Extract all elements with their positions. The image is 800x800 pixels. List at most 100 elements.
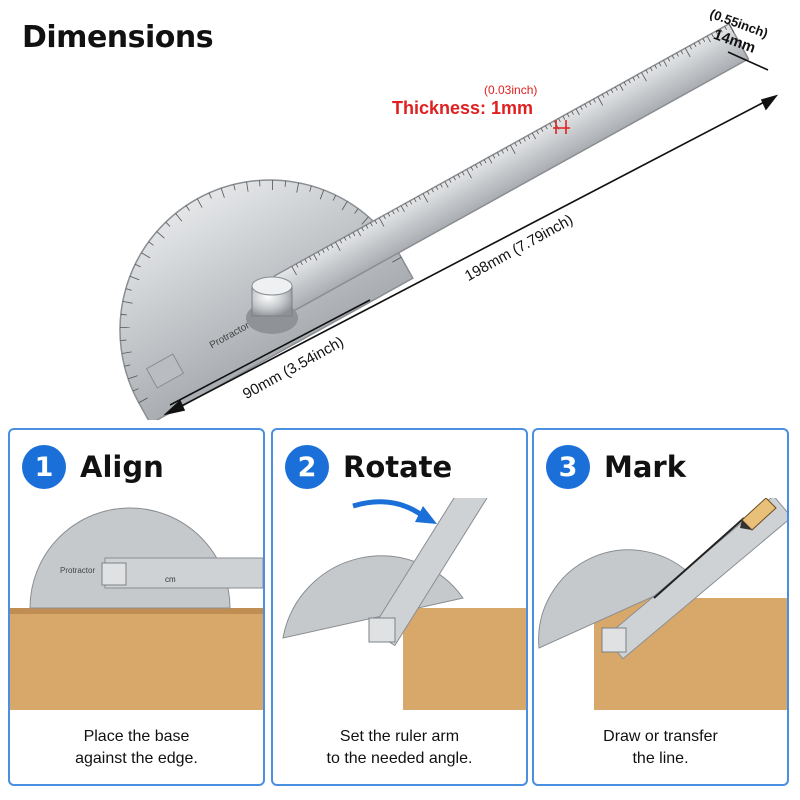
step-panel-mark: 3 Mark Draw or transfer the line.	[532, 428, 789, 786]
ruler-tick	[435, 186, 439, 191]
ruler-tick	[566, 113, 570, 118]
degree-tick	[332, 195, 337, 201]
degree-tick	[120, 326, 131, 328]
ruler-tick	[601, 94, 605, 98]
ruler-tick	[321, 249, 325, 254]
ruler-tick	[531, 132, 536, 140]
ruler-tick	[440, 183, 443, 188]
degree-tick	[284, 180, 287, 187]
degree-tick	[128, 375, 138, 380]
ruler-tick	[693, 43, 697, 47]
degree-tick	[120, 339, 127, 341]
ruler-tick	[614, 86, 618, 91]
protractor-hero-illustration: Protractor	[119, 22, 779, 420]
ruler-tick	[663, 60, 668, 67]
ruler-tick	[514, 142, 518, 147]
mark-illustration	[538, 498, 787, 710]
ruler-tick	[571, 110, 574, 115]
ruler-tick	[335, 241, 341, 252]
ruler-tick	[483, 159, 487, 164]
ruler-tick	[654, 64, 657, 69]
ruler-tick	[523, 137, 526, 142]
knob-icon	[368, 617, 396, 643]
ruler-tick	[680, 50, 684, 55]
ruler-tick	[470, 166, 474, 171]
ruler-tick	[649, 67, 653, 72]
ruler-tick	[400, 205, 405, 213]
ruler-tick	[422, 193, 429, 203]
ruler-tick	[641, 72, 647, 82]
degree-tick	[296, 182, 300, 193]
degree-tick	[120, 313, 127, 316]
ruler-tick	[431, 188, 434, 193]
ruler-tick	[501, 149, 504, 154]
degree-tick	[208, 192, 212, 199]
ruler-tick	[505, 147, 509, 152]
ruler-tick	[724, 26, 727, 31]
width-dimension-line	[727, 51, 769, 71]
degree-tick	[121, 351, 132, 354]
ruler-tick	[409, 200, 413, 205]
ruler-tick	[689, 45, 692, 50]
ruler-tick	[475, 164, 478, 169]
step-title: Align	[80, 450, 164, 484]
ruler-tick	[706, 35, 711, 43]
thickness-inch: (0.03inch)	[484, 83, 538, 97]
degree-tick	[138, 397, 148, 404]
ruler-tick	[291, 266, 297, 276]
ruler-tick	[418, 195, 421, 200]
svg-text:cm: cm	[165, 575, 176, 584]
step-caption: Set the ruler arm to the needed angle.	[326, 728, 473, 767]
ruler-tick	[549, 123, 553, 127]
ruler-tick	[540, 127, 544, 132]
ruler-tick	[352, 232, 356, 237]
ruler-tick	[580, 106, 583, 111]
degree-tick	[148, 241, 154, 246]
ruler-tick	[711, 33, 714, 38]
ruler-tick	[370, 222, 373, 227]
knob-icon	[601, 627, 627, 653]
ruler-tick	[606, 91, 609, 96]
ruler-tick	[518, 140, 522, 144]
degree-tick	[124, 364, 131, 367]
ruler-tick	[387, 212, 391, 217]
ruler-tick	[545, 125, 548, 130]
degree-tick	[185, 205, 190, 211]
ruler-tick	[461, 171, 465, 176]
ruler-tick	[330, 244, 334, 249]
ruler-tick	[658, 62, 662, 67]
degree-tick	[132, 388, 139, 392]
step-number: 3	[546, 445, 590, 489]
degree-tick	[125, 288, 132, 291]
degree-tick	[259, 180, 261, 187]
ruler-tick	[728, 23, 735, 33]
ruler-tick	[628, 79, 631, 84]
degree-tick	[233, 184, 236, 191]
ruler-tick	[391, 210, 395, 215]
ruler-tick	[558, 118, 561, 123]
degree-tick	[220, 188, 225, 198]
ruler-tick	[632, 77, 636, 81]
ruler-tick	[413, 198, 417, 203]
step-panel-rotate: 2 Rotate Set the ruler arm to the needed…	[271, 428, 528, 786]
ruler-tick	[348, 234, 351, 239]
ruler-scale	[291, 23, 735, 276]
degree-tick	[196, 198, 203, 208]
ruler-tick	[492, 154, 496, 159]
degree-tick	[272, 180, 274, 191]
rotate-arrow-icon	[352, 499, 425, 519]
ruler-tick	[671, 55, 675, 60]
ruler-tick	[527, 135, 531, 140]
ruler-tick	[304, 258, 308, 263]
ruler-tick	[610, 89, 614, 94]
ruler-tick	[636, 74, 640, 79]
pencil-icon	[740, 498, 777, 531]
ruler-tick	[361, 227, 364, 232]
ruler-tick	[300, 261, 303, 266]
ruler-tick	[457, 174, 461, 178]
ruler-tick	[619, 84, 624, 91]
ruler-tick	[308, 256, 312, 261]
ruler-tick	[326, 246, 330, 251]
ruler-tick	[593, 98, 596, 103]
degree-tick	[165, 221, 171, 227]
